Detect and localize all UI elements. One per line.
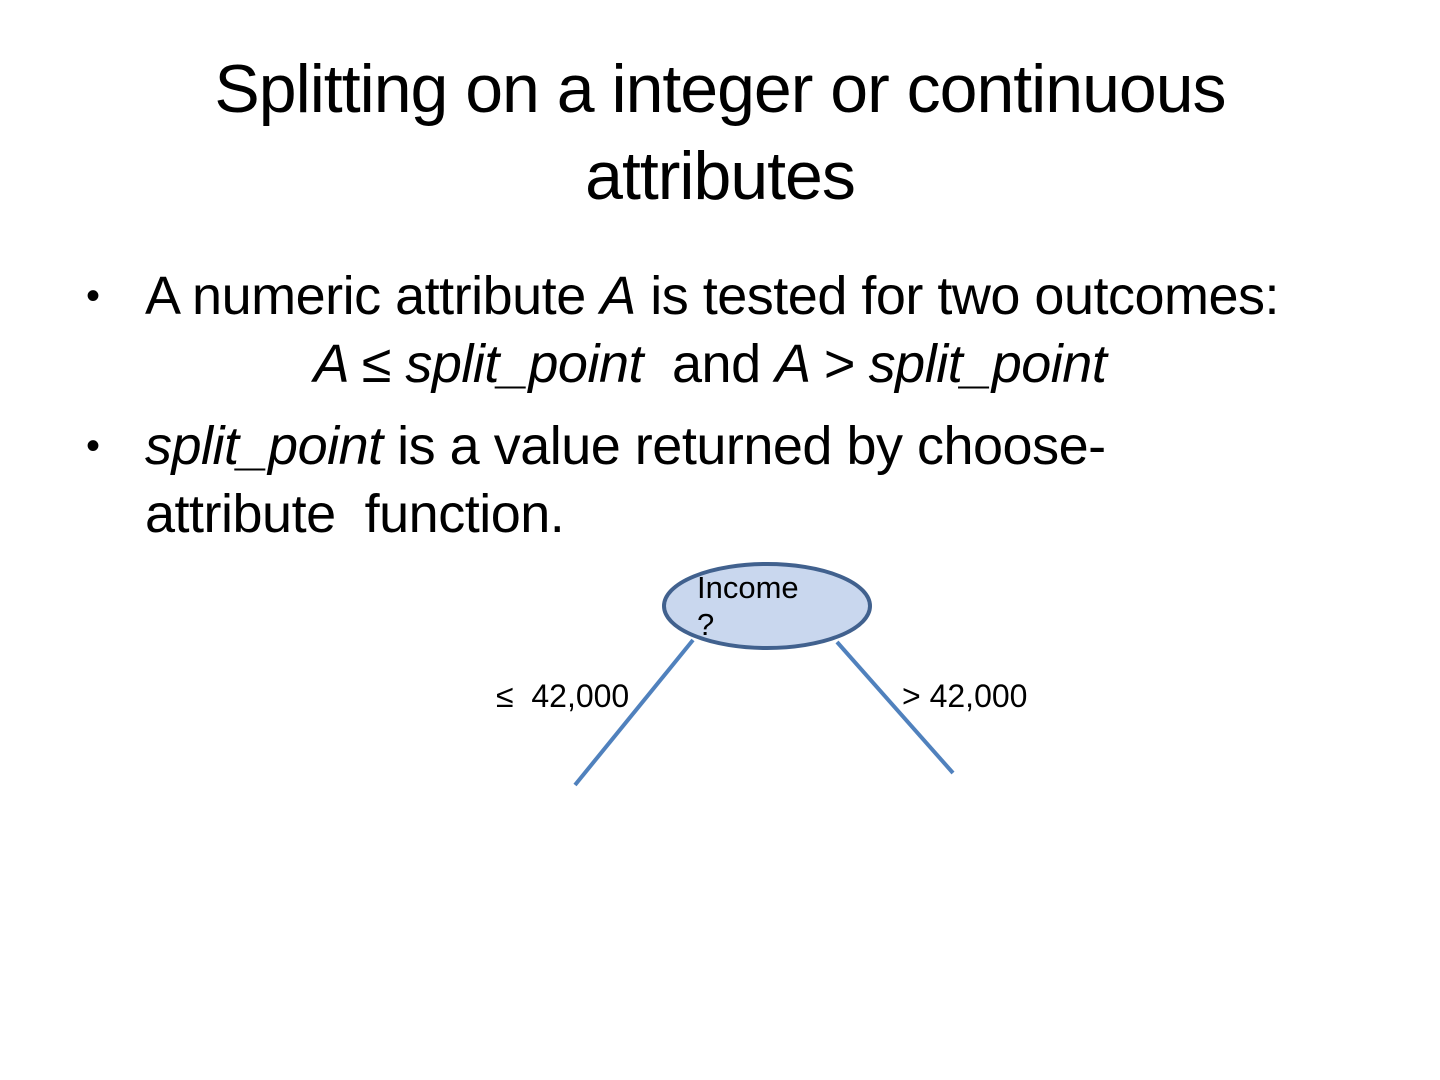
text-run: A numeric attribute [145,266,601,326]
right-branch-line [835,640,955,775]
decision-node-label: Income ? [697,570,799,643]
bullet-item-1: • A numeric attribute A is tested for tw… [80,262,1390,398]
text-run-italic: A ≤ split_point [313,334,644,395]
bullet-1-line-2: A ≤ split_point and A > split_point [145,330,1390,398]
text-run: is tested for two outcomes: [635,266,1280,326]
bullet-list: • A numeric attribute A is tested for tw… [80,262,1390,548]
text-run-italic: split_point [145,416,383,477]
slide-title: Splitting on a integer or continuous att… [214,51,1226,215]
text-run: and [643,334,776,395]
text-run: attribute function. [145,484,565,545]
text-run: is a value returned by choose- [382,416,1106,477]
bullet-2-line-2: attribute function. [145,480,1390,548]
left-branch-label: ≤ 42,000 [496,678,630,714]
text-run-italic: A [600,266,636,326]
bullet-2-line-1: split_point is a value returned by choos… [145,412,1390,480]
bullet-text-2: split_point is a value returned by choos… [145,412,1390,548]
bullet-marker: • [86,274,100,318]
text-run-italic: A > split_point [775,334,1107,395]
decision-tree-diagram [573,562,955,787]
bullet-text-1: A numeric attribute A is tested for two … [145,262,1390,398]
bullet-1-line-1: A numeric attribute A is tested for two … [145,262,1390,330]
bullet-item-2: • split_point is a value returned by cho… [80,412,1390,548]
bullet-marker: • [86,424,100,469]
right-branch-label: > 42,000 [902,678,1028,714]
left-branch-line [573,638,695,787]
decision-node-ellipse [662,562,872,650]
